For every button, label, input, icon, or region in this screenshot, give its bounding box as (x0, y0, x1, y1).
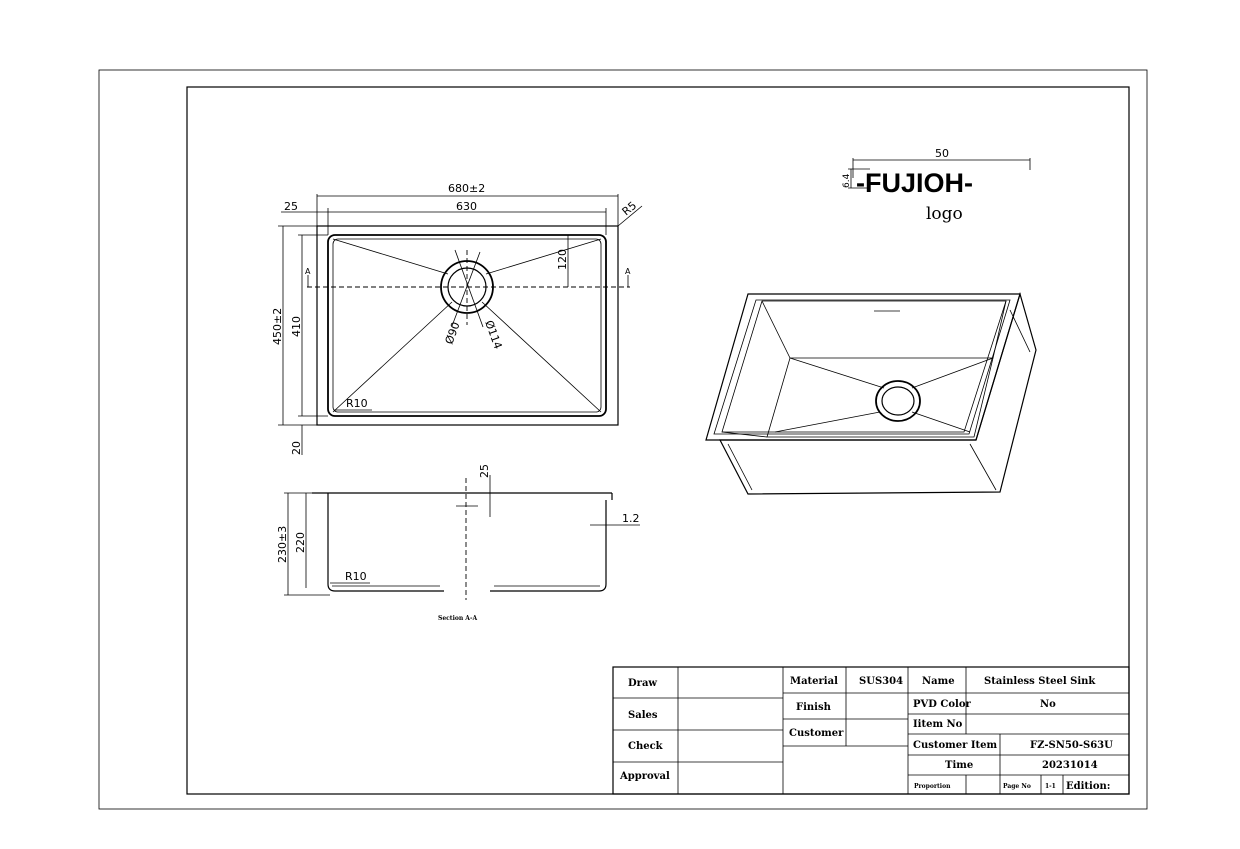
overall-width-dim: 680±2 (448, 182, 485, 195)
top-view: Ø90 Ø114 A A 680±2 630 25 R5 450±2 410 2… (271, 182, 643, 455)
page-no-value: 1-1 (1045, 783, 1056, 790)
customer-label: Customer (789, 728, 844, 739)
bottom-offset-dim: 20 (290, 441, 303, 455)
finish-label: Finish (796, 702, 832, 713)
section-radius-dim: R10 (345, 570, 367, 583)
section-mark-left: A (305, 267, 311, 276)
corner-radius-dim: R5 (620, 199, 640, 218)
logo-caption: logo (926, 204, 963, 224)
check-label: Check (628, 741, 664, 752)
drain-outer-dim: Ø114 (482, 319, 504, 351)
logo-block: 50 6.4 -FUJIOH- logo (842, 147, 1031, 224)
logo-height-dim: 6.4 (842, 173, 852, 188)
isometric-view (705, 291, 1037, 495)
item-no-label: Iitem No (913, 719, 963, 730)
customer-item-label: Customer Item (913, 740, 998, 751)
draw-label: Draw (628, 678, 657, 689)
edition-label: Edition: (1066, 781, 1110, 792)
material-value: SUS304 (859, 676, 903, 687)
inner-radius-dim: R10 (346, 397, 368, 410)
inner-border (186, 86, 1130, 795)
logo-width-dim: 50 (935, 147, 949, 160)
sales-label: Sales (628, 710, 658, 721)
pvd-value: No (1040, 699, 1056, 710)
section-offset-dim: 25 (478, 464, 491, 478)
logo-brand: -FUJIOH- (856, 168, 973, 198)
proportion-label: Proportion (914, 783, 951, 790)
left-offset-dim: 25 (284, 200, 298, 213)
section-caption: Section A-A (438, 615, 477, 622)
time-label: Time (945, 760, 973, 771)
title-block: Draw Sales Check Approval Material SUS30… (612, 666, 1130, 795)
page-no-label: Page No (1003, 783, 1031, 790)
drain-offset-dim: 120 (556, 249, 569, 270)
pvd-label: PVD Color (913, 699, 972, 710)
customer-item-value: FZ-SN50-S63U (1030, 740, 1113, 751)
section-mark-right: A (625, 267, 631, 276)
outer-border (98, 69, 1148, 810)
approval-label: Approval (619, 771, 670, 782)
overall-depth-dim: 230±3 (276, 526, 289, 563)
inner-depth-dim: 220 (294, 532, 307, 553)
section-view: 25 1.2 230±3 220 R10 Section A-A (276, 464, 640, 622)
thickness-dim: 1.2 (622, 512, 640, 525)
drain-inner-dim: Ø90 (443, 320, 463, 346)
inner-width-dim: 630 (456, 200, 477, 213)
material-label: Material (790, 676, 838, 687)
name-value: Stainless Steel Sink (984, 676, 1096, 687)
time-value: 20231014 (1042, 760, 1098, 771)
inner-height-dim: 410 (290, 316, 303, 337)
name-label: Name (922, 676, 955, 687)
overall-height-dim: 450±2 (271, 308, 284, 345)
